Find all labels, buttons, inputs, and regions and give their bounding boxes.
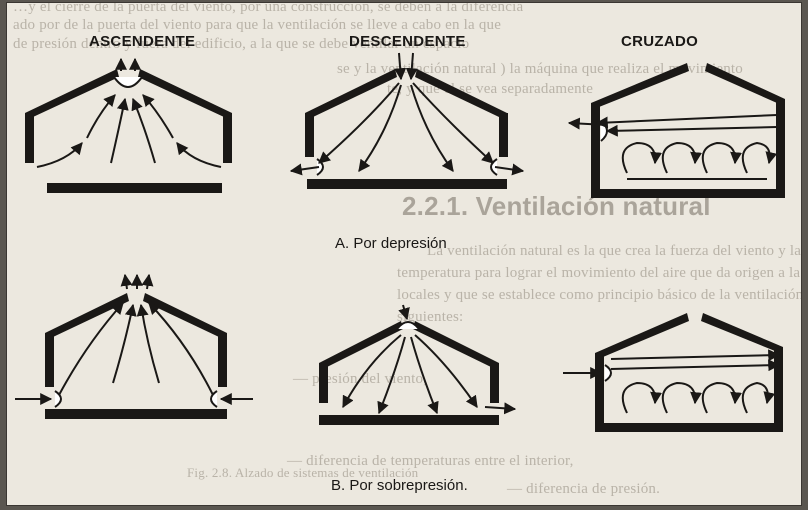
label-ascendente: ASCENDENTE [89,33,196,50]
bleed-line-2: ado por de la puerta del viento para que… [13,17,502,33]
bleed-para-3: locales y que se establece como principi… [397,287,802,303]
house-ascendente-depresion [25,57,232,193]
bleed-para-2: temperatura para lograr el movimiento de… [397,265,801,281]
house-cruzado-sobrepresion [563,313,783,432]
house-cruzado-depresion [567,63,785,198]
caption-b: B. Por sobrepresión. [331,477,468,494]
bleed-line-1: …y el cierre de la puerta del viento, po… [13,2,524,15]
house-descendente-depresion [289,52,525,189]
bleed-fig: Fig. 2.8. Alzado de sistemas de ventilac… [187,465,419,480]
bleed-line-3: de presión dentro y fuera del edificio, … [13,36,470,52]
bleed-item-2: — diferencia de temperaturas entre el in… [287,453,574,469]
house-descendente-sobrepresion [319,304,517,425]
caption-a: A. Por depresión [335,235,447,252]
label-cruzado: CRUZADO [621,33,699,50]
label-descendente: DESCENDENTE [349,33,466,50]
bleed-line-4: se y la ventilación natural ) la máquina… [337,61,743,77]
bleed-para-1: La ventilación natural es la que crea la… [427,243,802,259]
bleed-item-3: — diferencia de presión. [507,481,661,497]
bleed-para-4: siguientes: [397,309,464,325]
ventilation-diagrams [15,52,785,432]
house-ascendente-sobrepresion [15,273,253,419]
scanned-page: …y el cierre de la puerta del viento, po… [6,2,802,506]
